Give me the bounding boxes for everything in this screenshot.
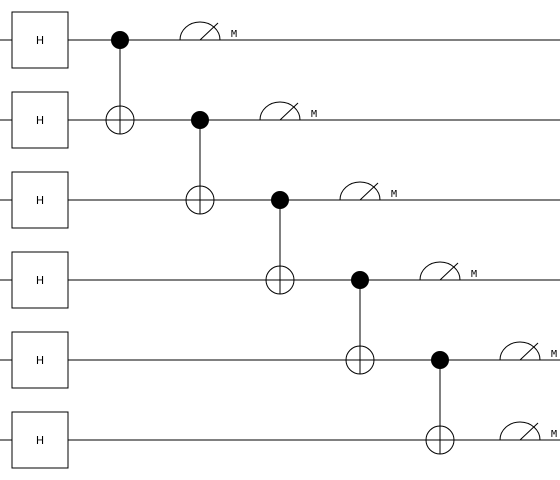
meter-needle-icon: [279, 102, 299, 121]
gate-label: H: [36, 434, 44, 447]
control-dot: [191, 111, 209, 129]
measurement-5: M: [499, 421, 557, 441]
meter-arc-icon: [179, 21, 221, 41]
h-gate-0: H: [11, 11, 69, 69]
measurement-label: M: [391, 189, 397, 200]
gate-box: [11, 91, 69, 149]
measurement-4: M: [499, 341, 557, 361]
h-gate-4: H: [11, 331, 69, 389]
meter-needle-icon: [199, 22, 219, 41]
meter-needle-icon: [359, 182, 379, 201]
control-dot: [351, 271, 369, 289]
cnot-gate-3: [345, 271, 375, 375]
cnot-gate-2: [265, 191, 295, 295]
h-gate-3: H: [11, 251, 69, 309]
measurement-0: M: [179, 21, 237, 41]
measurement-gates: M M M M M M: [179, 21, 557, 441]
meter-arc-icon: [259, 101, 301, 121]
h-gate-1: H: [11, 91, 69, 149]
measurement-label: M: [311, 109, 317, 120]
measurement-label: M: [231, 29, 237, 40]
gate-box: [11, 331, 69, 389]
control-dot: [431, 351, 449, 369]
gate-box: [11, 11, 69, 69]
measurement-label: M: [471, 269, 477, 280]
gate-box: [11, 251, 69, 309]
cnot-gate-0: [105, 31, 135, 135]
measurement-1: M: [259, 101, 317, 121]
h-gate-2: H: [11, 171, 69, 229]
gate-label: H: [36, 114, 44, 127]
meter-arc-icon: [499, 421, 541, 441]
h-gate-5: H: [11, 411, 69, 469]
measurement-label: M: [551, 429, 557, 440]
gate-label: H: [36, 354, 44, 367]
gate-box: [11, 171, 69, 229]
control-dot: [111, 31, 129, 49]
meter-needle-icon: [519, 422, 539, 441]
hadamard-gates: H H H H H H: [11, 11, 69, 469]
measurement-label: M: [551, 349, 557, 360]
gate-box: [11, 411, 69, 469]
meter-arc-icon: [419, 261, 461, 281]
meter-arc-icon: [499, 341, 541, 361]
meter-needle-icon: [439, 262, 459, 281]
cnot-gates: [105, 31, 455, 455]
meter-arc-icon: [339, 181, 381, 201]
measurement-3: M: [419, 261, 477, 281]
meter-needle-icon: [519, 342, 539, 361]
cnot-gate-1: [185, 111, 215, 215]
control-dot: [271, 191, 289, 209]
gate-label: H: [36, 194, 44, 207]
gate-label: H: [36, 34, 44, 47]
gate-label: H: [36, 274, 44, 287]
cnot-gate-4: [425, 351, 455, 455]
measurement-2: M: [339, 181, 397, 201]
